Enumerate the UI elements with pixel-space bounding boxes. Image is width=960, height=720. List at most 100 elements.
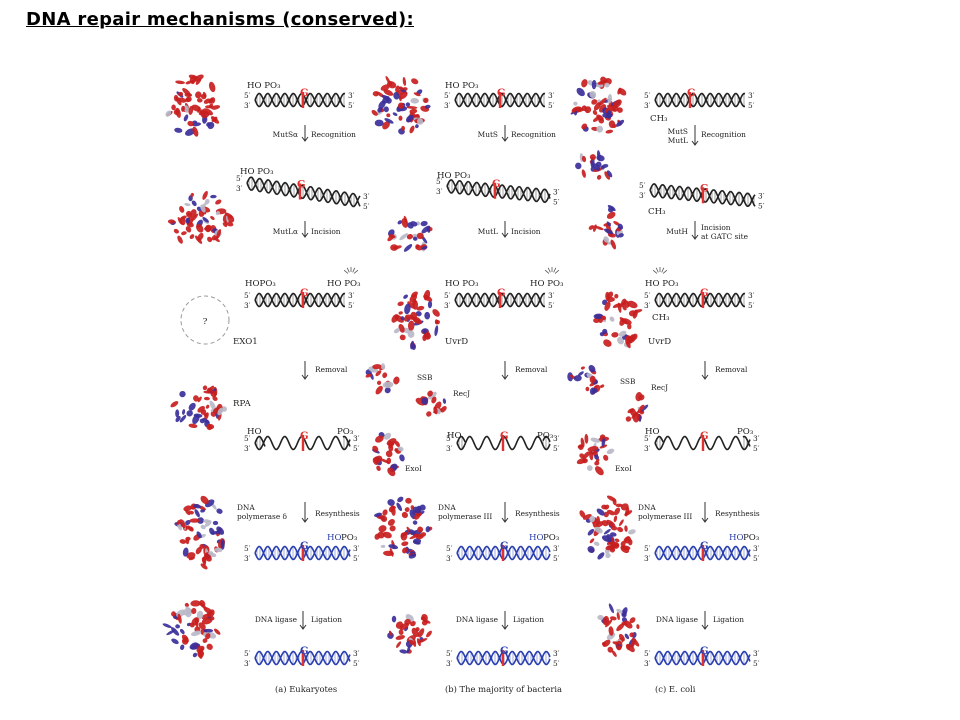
step-incision: Incision — [311, 227, 341, 236]
protein-label-ligase: DNA ligase — [456, 615, 498, 624]
protein-label-ssb: SSB — [417, 373, 432, 382]
strand-end-5: 5′ — [553, 659, 560, 668]
protein-label-ligase: DNA ligase — [255, 615, 297, 624]
chem-ho-po3: HO PO₃ — [645, 279, 679, 289]
strand-end-5: 5′ — [553, 197, 560, 206]
mismatch-base: G — [500, 541, 509, 552]
protein-label-exoi: ExoI — [615, 464, 632, 473]
strand-end-5: 5′ — [363, 202, 370, 211]
mismatch-base: G — [300, 88, 309, 99]
step-incision-gatc: at GATC site — [701, 232, 748, 241]
arrow-recognition-b — [501, 125, 509, 142]
chem-ho: HO — [327, 533, 342, 543]
protein-label-recj: RecJ — [651, 383, 668, 392]
protein-muts-b — [371, 75, 431, 135]
protein-label-ssb: SSB — [620, 377, 635, 386]
strand-end-3: 3′ — [753, 649, 760, 658]
chem-ho-po3: HO PO₃ — [247, 81, 281, 91]
step-resynthesis: Resynthesis — [515, 509, 560, 518]
strand-end-3: 3′ — [348, 91, 355, 100]
strand-end-5: 5′ — [753, 659, 760, 668]
protein-label-mutsalpha: MutSα — [273, 130, 298, 139]
dna-row4-c — [654, 435, 751, 451]
strand-end-5: 5′ — [244, 291, 251, 300]
dna-row3-c — [654, 292, 746, 308]
protein-label-muth: MutH — [666, 227, 688, 236]
strand-end-3: 3′ — [753, 434, 760, 443]
mismatch-base: G — [300, 646, 309, 657]
nick-rays-a — [343, 267, 359, 274]
dna-row5-a — [254, 545, 351, 561]
unknown-protein-circle — [180, 295, 230, 345]
strand-end-3: 3′ — [244, 554, 251, 563]
dna-row5-b — [456, 545, 551, 561]
step-incision: Incision — [701, 223, 731, 232]
protein-muth-c-top — [575, 150, 613, 180]
nick-rays-c — [652, 267, 668, 274]
strand-end-3: 3′ — [446, 554, 453, 563]
strand-end-3: 3′ — [553, 187, 560, 196]
step-ligation: Ligation — [513, 615, 544, 624]
strand-end-5: 5′ — [244, 434, 251, 443]
strand-end-3: 3′ — [758, 192, 765, 201]
protein-pol3-c — [579, 495, 636, 560]
strand-end-3: 3′ — [244, 301, 251, 310]
strand-end-5: 5′ — [444, 91, 451, 100]
strand-end-3: 3′ — [753, 544, 760, 553]
chem-ho-po3: HO PO₃ — [240, 167, 274, 177]
strand-end-3: 3′ — [748, 291, 755, 300]
strand-end-5: 5′ — [644, 544, 651, 553]
step-recognition: Recognition — [511, 130, 556, 139]
chem-ho: HO — [447, 431, 462, 441]
step-resynthesis: Resynthesis — [715, 509, 760, 518]
protein-uvrd-c — [593, 291, 643, 349]
strand-end-3: 3′ — [446, 444, 453, 453]
protein-ssb-c — [567, 365, 605, 395]
mismatch-base: G — [700, 541, 709, 552]
step-arrows — [299, 125, 709, 630]
mismatch-base: G — [497, 288, 506, 299]
strand-end-5: 5′ — [348, 301, 355, 310]
chem-ho-po3: HO PO₃ — [445, 279, 479, 289]
protein-label-pol-delta: polymerase δ — [237, 512, 288, 521]
protein-label-pol3: polymerase III — [638, 512, 692, 521]
arrow-incision-a — [301, 221, 309, 238]
protein-label-exo1: EXO1 — [233, 337, 258, 347]
strand-end-5: 5′ — [446, 649, 453, 658]
strand-end-3: 3′ — [748, 91, 755, 100]
protein-muth-c — [588, 204, 624, 250]
arrow-incision-c — [691, 221, 699, 240]
arrow-recognition-c — [691, 125, 699, 146]
strand-end-3: 3′ — [348, 291, 355, 300]
strand-end-3: 3′ — [553, 544, 560, 553]
arrow-incision-b — [501, 221, 509, 238]
protein-label-uvrd: UvrD — [445, 337, 468, 347]
strand-end-5: 5′ — [748, 101, 755, 110]
dna-row4-b — [456, 435, 551, 451]
strand-end-5: 5′ — [639, 181, 646, 190]
chem-ho-po3: HO PO₃ — [445, 81, 479, 91]
strand-end-3: 3′ — [553, 434, 560, 443]
protein-label-mutl: MutL — [478, 227, 498, 236]
step-recognition: Recognition — [701, 130, 746, 139]
strand-end-3: 3′ — [644, 444, 651, 453]
chem-ch3: CH₃ — [648, 207, 666, 217]
strand-end-3: 3′ — [444, 301, 451, 310]
caption-ecoli: (c) E. coli — [655, 684, 696, 694]
protein-label-uvrd: UvrD — [648, 337, 671, 347]
mismatch-base: G — [300, 431, 309, 442]
arrow-resynthesis-a — [301, 502, 309, 523]
protein-exoi-c — [576, 433, 615, 476]
strand-end-3: 3′ — [548, 91, 555, 100]
strand-end-3: 3′ — [236, 184, 243, 193]
chem-ho: HO — [645, 427, 660, 437]
arrow-ligation-b — [501, 611, 509, 630]
dna-row6-b — [456, 650, 551, 666]
strand-end-5: 5′ — [436, 177, 443, 186]
strand-end-5: 5′ — [353, 444, 360, 453]
chem-ho-po3: HO PO₃ — [437, 171, 471, 181]
arrow-removal-c — [701, 361, 709, 380]
strand-end-5: 5′ — [758, 202, 765, 211]
chem-ho: HO — [729, 533, 744, 543]
